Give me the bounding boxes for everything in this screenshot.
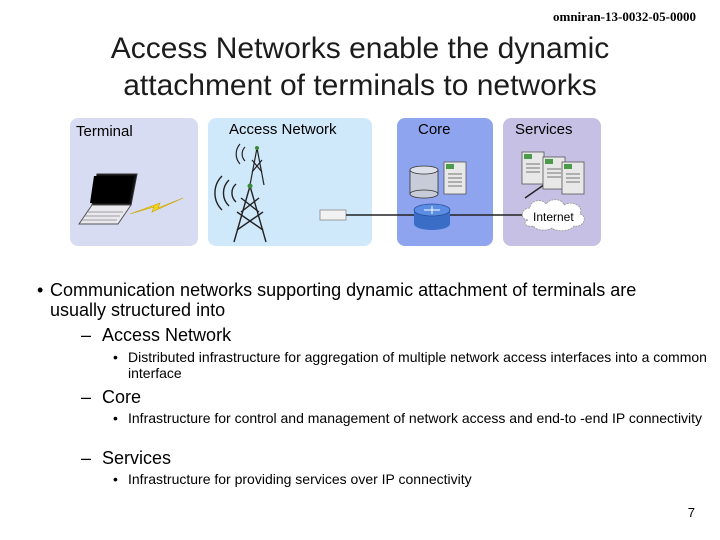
detail-marker: • bbox=[113, 349, 118, 365]
detail-access-network: • Distributed infrastructure for aggrega… bbox=[113, 349, 708, 381]
access-switch-icon bbox=[319, 209, 347, 221]
database-icon bbox=[409, 165, 439, 199]
internet-cloud-icon bbox=[521, 199, 585, 232]
bullet-main-text: Communication networks supporting dynami… bbox=[50, 280, 637, 320]
service-server-icon bbox=[561, 161, 585, 195]
page-number: 7 bbox=[687, 505, 695, 520]
access-network-label: Access Network bbox=[229, 121, 337, 138]
title-line-1: Access Networks enable the dynamic bbox=[110, 32, 610, 65]
detail-core-text: Infrastructure for control and managemen… bbox=[128, 410, 703, 426]
large-tower-icon bbox=[214, 175, 267, 243]
router-icon bbox=[413, 203, 451, 230]
laptop-icon bbox=[78, 173, 138, 225]
subbullet-core-text: Core bbox=[102, 387, 142, 407]
subbullet-services-text: Services bbox=[102, 448, 172, 468]
subbullet-services: – Services bbox=[81, 448, 171, 468]
title-line-2: attachment of terminals to networks bbox=[123, 69, 597, 102]
slide-title: Access Networks enable the dynamic attac… bbox=[0, 30, 720, 104]
subbullet-access-network-text: Access Network bbox=[102, 325, 232, 345]
core-label: Core bbox=[418, 121, 451, 138]
subbullet-marker: – bbox=[81, 448, 92, 468]
detail-services-text: Infrastructure for providing services ov… bbox=[128, 471, 472, 487]
internet-label: Internet bbox=[533, 210, 574, 224]
bullet-main: • Communication networks supporting dyna… bbox=[37, 280, 670, 320]
wireless-link-icon bbox=[129, 197, 184, 215]
services-label: Services bbox=[515, 121, 573, 138]
bullet-marker: • bbox=[37, 280, 44, 300]
doc-id: omniran-13-0032-05-0000 bbox=[553, 9, 696, 24]
small-tower-icon bbox=[235, 143, 265, 186]
subbullet-access-network: – Access Network bbox=[81, 325, 231, 345]
detail-core: • Infrastructure for control and managem… bbox=[113, 410, 708, 426]
service-server-icon bbox=[521, 151, 545, 185]
detail-marker: • bbox=[113, 410, 118, 426]
subbullet-marker: – bbox=[81, 387, 92, 407]
detail-services: • Infrastructure for providing services … bbox=[113, 471, 708, 487]
terminal-label: Terminal bbox=[76, 123, 133, 140]
subbullet-core: – Core bbox=[81, 387, 141, 407]
detail-marker: • bbox=[113, 471, 118, 487]
subbullet-marker: – bbox=[81, 325, 92, 345]
core-server-icon bbox=[443, 161, 467, 195]
access-network-panel bbox=[208, 118, 372, 246]
detail-access-network-text: Distributed infrastructure for aggregati… bbox=[128, 349, 707, 381]
